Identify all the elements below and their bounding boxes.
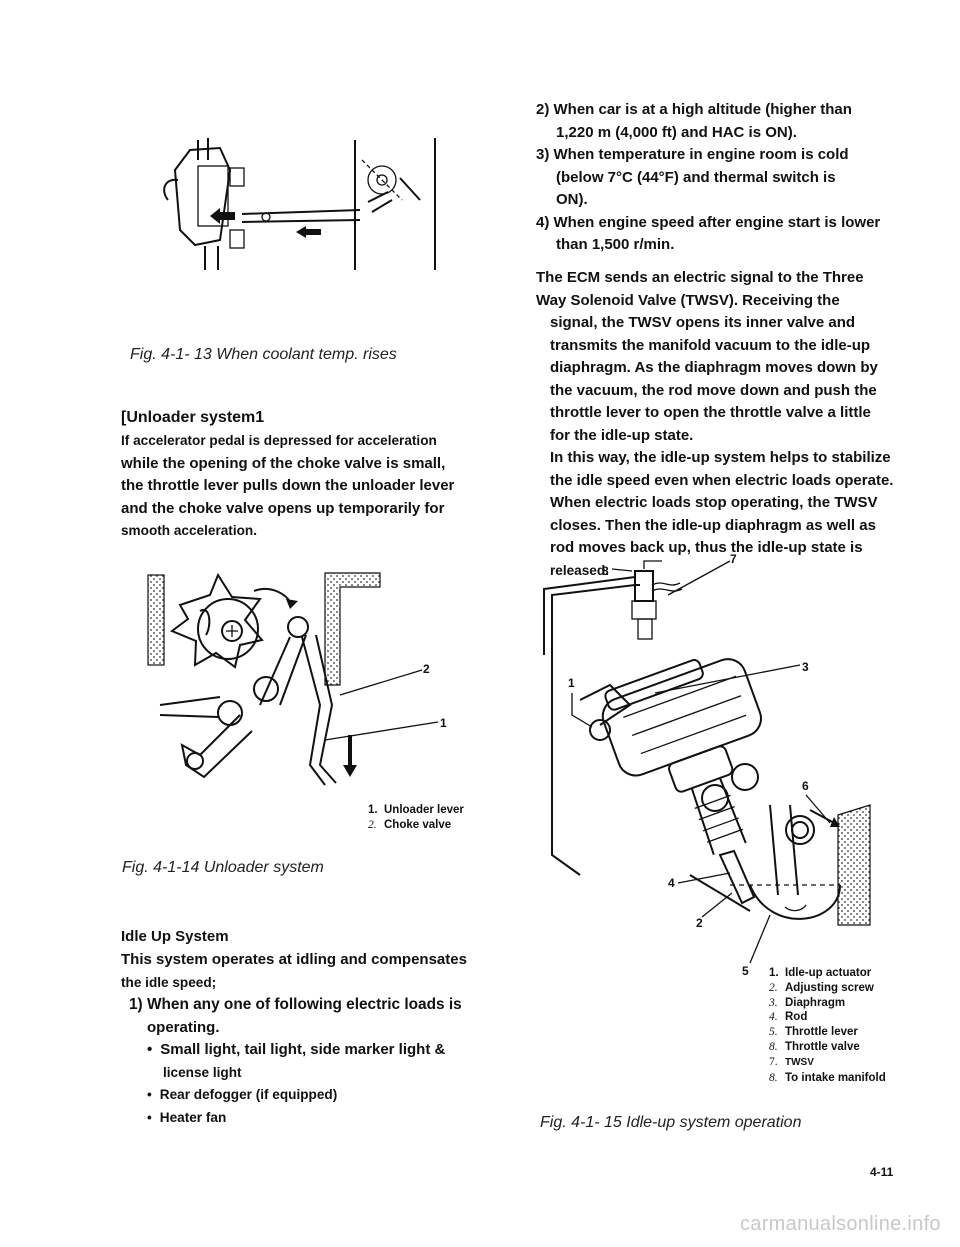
condition-line: 4) When engine speed after engine start …	[536, 213, 881, 231]
fig15-callout-5: 5	[742, 964, 749, 978]
bullet-item: Small light, tail light, side marker lig…	[121, 1039, 496, 1062]
fig15-callout-6: 6	[802, 779, 809, 793]
ecm-line: for the idle-up state.	[550, 426, 694, 444]
idle-intro-line: the idle speed;	[121, 974, 217, 990]
fig14-diagram: 2 1	[147, 572, 447, 786]
fig15-callout-7: 7	[730, 552, 737, 566]
legend-item: 5.Throttle lever	[769, 1026, 858, 1039]
condition-line: ON).	[556, 191, 588, 208]
unloader-line: and the choke valve opens up temporarily…	[121, 499, 445, 517]
condition-line: (below 7°C (44°F) and thermal switch is	[556, 168, 836, 186]
condition-line: 2) When car is at a high altitude (highe…	[536, 101, 852, 118]
legend-item: 2.Adjusting screw	[769, 981, 874, 994]
ecm-line: the vacuum, the rod move down and push t…	[550, 381, 877, 399]
fig15-callout-4: 4	[668, 876, 675, 890]
ecm-paragraph: The ECM sends an electric signal to the …	[536, 267, 921, 582]
unloader-line: while the opening of the choke valve is …	[121, 454, 446, 472]
unloader-line: the throttle lever pulls down the unload…	[121, 477, 455, 494]
ecm-line: closes. Then the idle-up diaphragm as we…	[550, 516, 876, 534]
ecm-line: rod moves back up, thus the idle-up stat…	[550, 539, 863, 556]
idle-item-1-cont: operating.	[147, 1018, 220, 1036]
fig13-diagram	[163, 138, 436, 270]
fig13-caption: Fig. 4-1- 13 When coolant temp. rises	[130, 346, 397, 363]
legend-item: 7.TWSV	[769, 1055, 814, 1068]
ecm-line: the idle speed even when electric loads …	[550, 471, 894, 489]
condition-line: 1,220 m (4,000 ft) and HAC is ON).	[556, 123, 797, 141]
idle-up-conditions: 2) When car is at a high altitude (highe…	[536, 99, 916, 257]
fig15-callout-3: 1	[568, 676, 575, 690]
unloader-line: smooth acceleration.	[121, 523, 257, 538]
ecm-line: released.	[550, 562, 609, 578]
condition-line: than 1,500 r/min.	[556, 236, 675, 253]
fig14-caption: Fig. 4-1-14 Unloader system	[122, 859, 324, 876]
bullet-item: Rear defogger (if equipped)	[121, 1084, 496, 1107]
fig15-caption: Fig. 4-1- 15 Idle-up system operation	[540, 1114, 802, 1131]
legend-item: 1.Idle-up actuator	[769, 967, 872, 979]
ecm-line: throttle lever to open the throttle valv…	[550, 404, 871, 421]
ecm-line: Way Solenoid Valve (TWSV). Receiving the	[536, 291, 840, 309]
legend-item: 8.Throttle valve	[769, 1040, 860, 1053]
condition-line: 3) When temperature in engine room is co…	[536, 146, 849, 163]
fig14-legend: 1.Unloader lever 2.Choke valve	[368, 803, 464, 833]
idle-up-description: This system operates at idling and compe…	[121, 949, 496, 1129]
unloader-line: If accelerator pedal is depressed for ac…	[121, 433, 437, 448]
legend-item: 8.To intake manifold	[769, 1071, 886, 1084]
fig15-callout-1: 3	[802, 660, 809, 674]
ecm-line: signal, the TWSV opens its inner valve a…	[550, 314, 856, 331]
ecm-line: diaphragm. As the diaphragm moves down b…	[550, 359, 878, 376]
ecm-line: In this way, the idle-up system helps to…	[550, 449, 891, 466]
ecm-line: transmits the manifold vacuum to the idl…	[550, 336, 871, 354]
page-number: 4-11	[870, 1165, 894, 1179]
idle-intro-line: This system operates at idling and compe…	[121, 951, 467, 968]
unloader-description: If accelerator pedal is depressed for ac…	[121, 430, 491, 543]
watermark[interactable]: carmanualsonline.info	[740, 1213, 941, 1235]
fig15-legend: 1.Idle-up actuator 2.Adjusting screw 3.D…	[769, 966, 886, 1085]
legend-item: 4.Rod	[769, 1011, 808, 1024]
legend-item: 2.Choke valve	[368, 818, 452, 831]
bullet-item: Heater fan	[121, 1107, 496, 1130]
fig14-callout-2: 2	[423, 662, 430, 676]
ecm-line: When electric loads stop operating, the …	[550, 494, 878, 511]
fig14-callout-1: 1	[440, 716, 447, 730]
unloader-heading: [Unloader system1	[121, 409, 264, 427]
idle-up-heading: Idle Up System	[121, 928, 229, 945]
ecm-line: The ECM sends an electric signal to the …	[536, 269, 864, 286]
idle-item-1: 1) When any one of following electric lo…	[129, 996, 462, 1013]
fig15-diagram: 8 7 1 3 6 4 2 5	[543, 552, 871, 978]
bullet-item-cont: license light	[163, 1064, 242, 1080]
legend-item: 3.Diaphragm	[769, 996, 846, 1009]
legend-item: 1.Unloader lever	[368, 804, 464, 816]
fig15-callout-8: 8	[602, 564, 609, 578]
unloader-heading-text: [Unloader system1	[121, 409, 265, 426]
fig15-callout-2: 2	[696, 916, 703, 930]
